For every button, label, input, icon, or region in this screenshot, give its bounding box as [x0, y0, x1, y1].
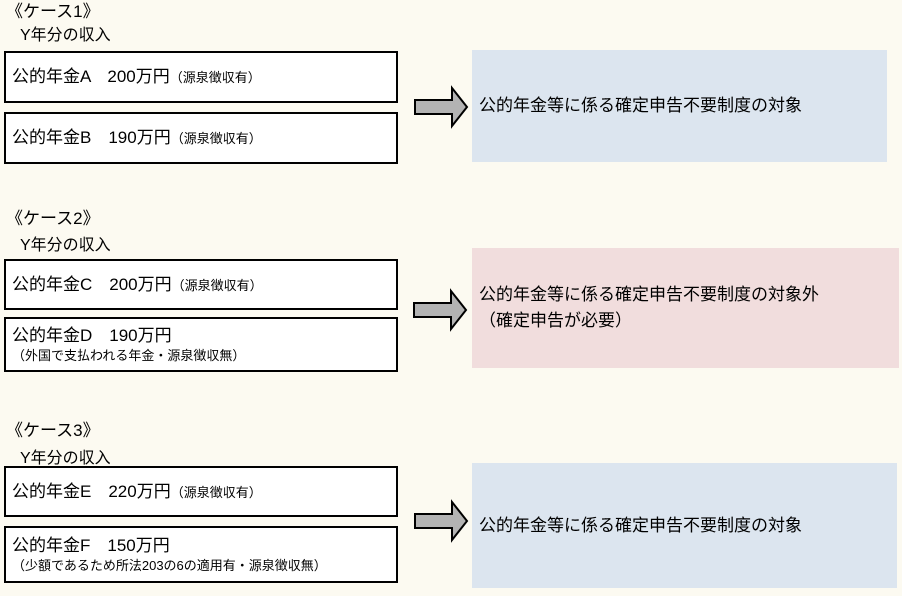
case-title: 《ケース2》	[6, 209, 100, 228]
income-box: 公的年金F 150万円 （少額であるため所法203の6の適用有・源泉徴収無）	[4, 526, 398, 583]
income-box-main: 公的年金F 150万円	[12, 536, 170, 555]
income-box-note-below: （外国で支払われる年金・源泉徴収無）	[12, 348, 246, 363]
income-box-note: （源泉徴収有）	[171, 277, 263, 293]
income-box-main: 公的年金D 190万円	[12, 326, 172, 345]
income-box-main: 公的年金E 220万円	[12, 481, 171, 501]
case-subtitle: Y年分の収入	[20, 237, 111, 254]
income-box-note: （源泉徴収有）	[170, 484, 262, 500]
income-box-note: （源泉徴収有）	[169, 70, 261, 85]
income-box: 公的年金A 200万円（源泉徴収有）	[4, 51, 398, 103]
case-title: 《ケース1》	[6, 2, 100, 21]
result-text: （確定申告が必要）	[479, 311, 632, 330]
income-box: 公的年金E 220万円（源泉徴収有）	[4, 466, 398, 517]
case-subtitle: Y年分の収入	[20, 450, 111, 467]
result-box: 公的年金等に係る確定申告不要制度の対象	[472, 463, 897, 588]
result-text: 公的年金等に係る確定申告不要制度の対象	[479, 515, 802, 535]
income-box-main: 公的年金A 200万円	[12, 67, 170, 86]
right-arrow-icon	[413, 288, 468, 332]
result-text: 公的年金等に係る確定申告不要制度の対象外	[479, 285, 819, 304]
income-box: 公的年金B 190万円（源泉徴収有）	[4, 112, 398, 164]
income-box-note-below: （少額であるため所法203の6の適用有・源泉徴収無）	[12, 558, 327, 573]
result-box: 公的年金等に係る確定申告不要制度の対象外 （確定申告が必要）	[472, 248, 899, 368]
right-arrow-icon	[414, 499, 469, 543]
income-box: 公的年金C 200万円（源泉徴収有）	[4, 259, 398, 310]
right-arrow-icon	[414, 85, 469, 129]
income-box: 公的年金D 190万円 （外国で支払われる年金・源泉徴収無）	[4, 317, 398, 372]
income-box-note: （源泉徴収有）	[170, 131, 262, 146]
case-subtitle: Y年分の収入	[20, 27, 111, 44]
result-box: 公的年金等に係る確定申告不要制度の対象	[472, 50, 887, 162]
income-box-main: 公的年金B 190万円	[12, 128, 171, 147]
income-box-main: 公的年金C 200万円	[12, 274, 172, 294]
result-text: 公的年金等に係る確定申告不要制度の対象	[479, 96, 802, 115]
case-title: 《ケース3》	[6, 421, 100, 440]
